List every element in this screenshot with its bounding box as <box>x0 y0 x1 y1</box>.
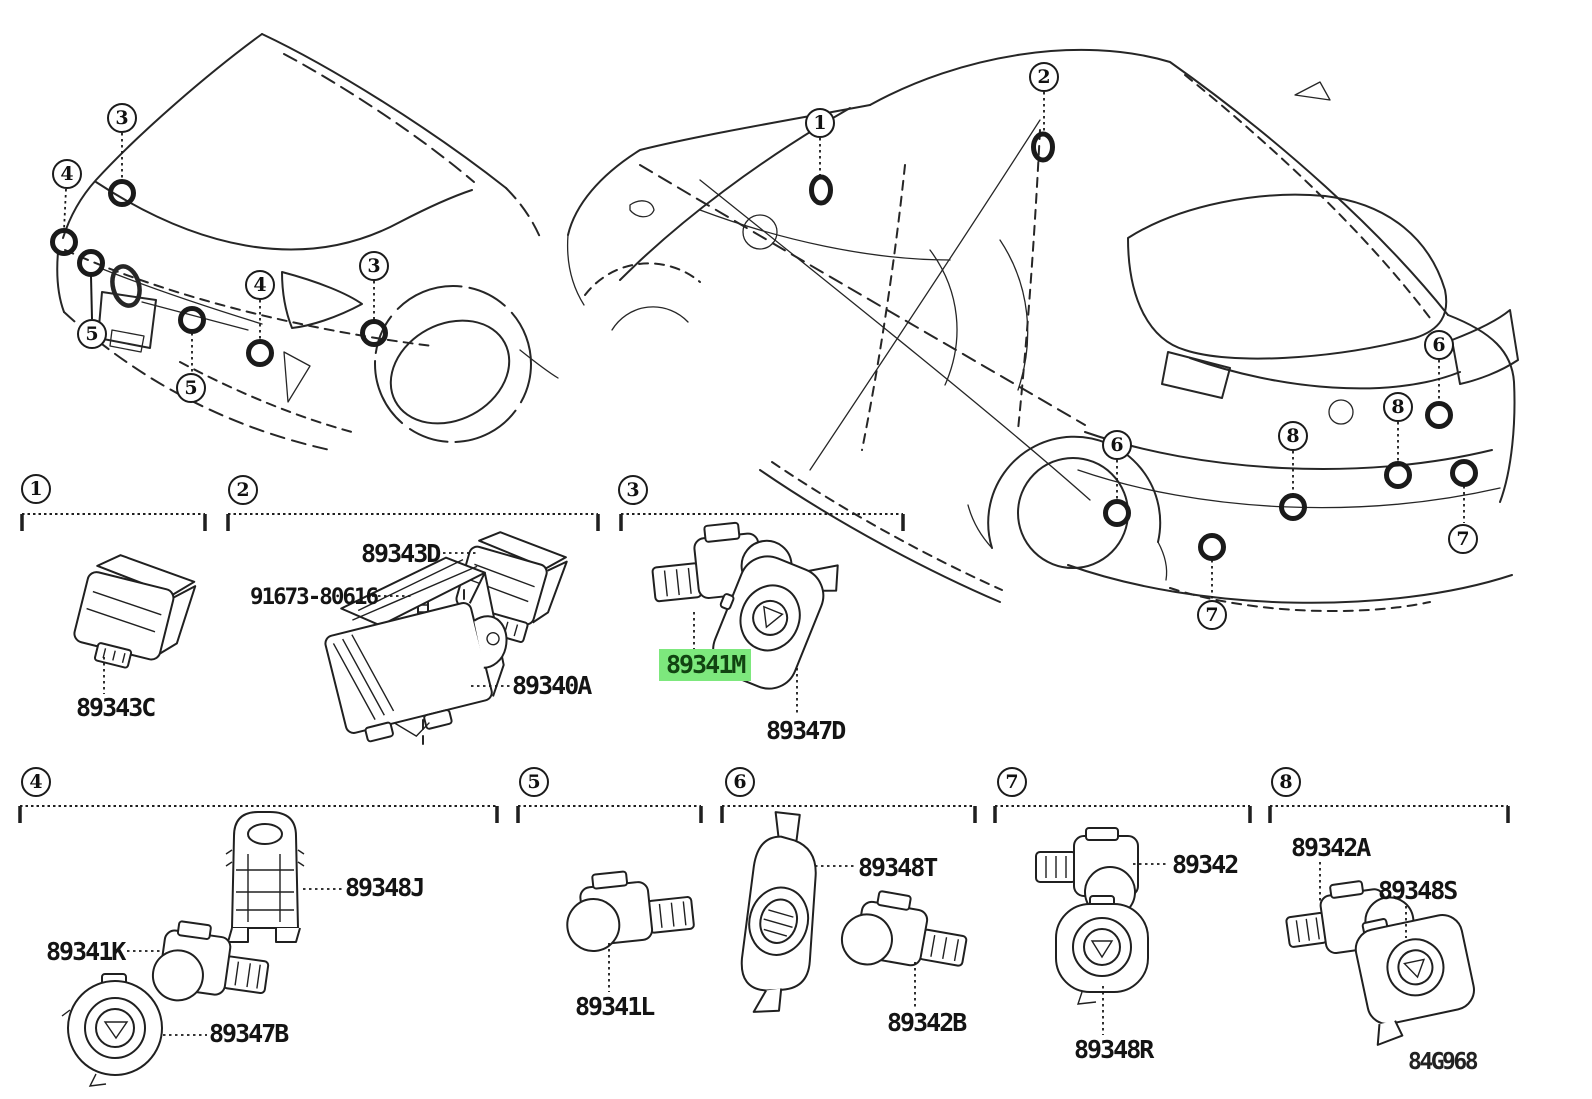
section-brackets <box>18 513 1510 823</box>
callout-front-4-right: 4 <box>245 270 275 300</box>
callout-rear-1: 1 <box>805 108 835 138</box>
section-3-marker: 3 <box>618 475 648 505</box>
section-1-marker: 1 <box>21 474 51 504</box>
part-sketch-89342b <box>840 890 968 967</box>
part-label-91673-80616[interactable]: 91673-80616 <box>250 584 379 610</box>
callout-rear-8-left: 8 <box>1278 421 1308 451</box>
part-label-89343d[interactable]: 89343D <box>361 539 441 568</box>
callout-rear-7-right: 7 <box>1448 524 1478 554</box>
callout-front-5-left: 5 <box>77 319 107 349</box>
part-label-89348j[interactable]: 89348J <box>345 873 425 902</box>
part-label-89348r[interactable]: 89348R <box>1074 1035 1154 1064</box>
callout-rear-8-right: 8 <box>1383 392 1413 422</box>
part-label-89342[interactable]: 89342 <box>1172 850 1239 879</box>
callout-rear-6-right: 6 <box>1424 330 1454 360</box>
part-sketch-89347b <box>61 973 163 1087</box>
front-view-illustration <box>50 33 559 451</box>
part-sketch-89348t <box>740 811 817 1013</box>
section-2-marker: 2 <box>228 475 258 505</box>
callout-front-4-left: 4 <box>52 159 82 189</box>
part-label-89347b[interactable]: 89347B <box>209 1019 289 1048</box>
part-label-89341m-highlighted[interactable]: 89341M <box>659 649 752 681</box>
rear-view-illustration <box>566 49 1519 613</box>
part-label-89340a[interactable]: 89340A <box>512 671 592 700</box>
part-label-89341l[interactable]: 89341L <box>575 992 655 1021</box>
part-sketch-89343c <box>73 554 197 669</box>
callout-rear-6-left: 6 <box>1102 430 1132 460</box>
part-label-89343c[interactable]: 89343C <box>76 693 156 722</box>
callout-rear-7-bottom: 7 <box>1197 600 1227 630</box>
part-label-89348s[interactable]: 89348S <box>1378 876 1458 905</box>
section-6-marker: 6 <box>725 767 755 797</box>
part-label-89342b[interactable]: 89342B <box>887 1008 967 1037</box>
part-label-89341k[interactable]: 89341K <box>46 937 126 966</box>
part-sketch-89341l <box>566 870 695 952</box>
section-8-marker: 8 <box>1271 767 1301 797</box>
callout-front-5-mid: 5 <box>176 373 206 403</box>
part-sketch-89348s <box>1354 914 1475 1046</box>
callout-front-3-right: 3 <box>359 251 389 281</box>
part-sketch-89348j <box>225 811 305 943</box>
part-sketch-89341k <box>151 920 270 1002</box>
label-leader-lines <box>103 552 1407 1036</box>
section-4-marker: 4 <box>21 767 51 797</box>
callout-front-3-upper: 3 <box>107 103 137 133</box>
part-sketch-89342 <box>1035 827 1139 918</box>
part-label-89342a[interactable]: 89342A <box>1291 833 1371 862</box>
part-sketch-89340a <box>324 556 508 743</box>
section-7-marker: 7 <box>997 767 1027 797</box>
diagram-code: 84G968 <box>1408 1049 1479 1075</box>
callout-rear-2: 2 <box>1029 62 1059 92</box>
part-sketch-89348r <box>1055 895 1149 1005</box>
part-label-89347d[interactable]: 89347D <box>766 716 846 745</box>
part-label-89348t[interactable]: 89348T <box>858 853 938 882</box>
section-5-marker: 5 <box>519 767 549 797</box>
